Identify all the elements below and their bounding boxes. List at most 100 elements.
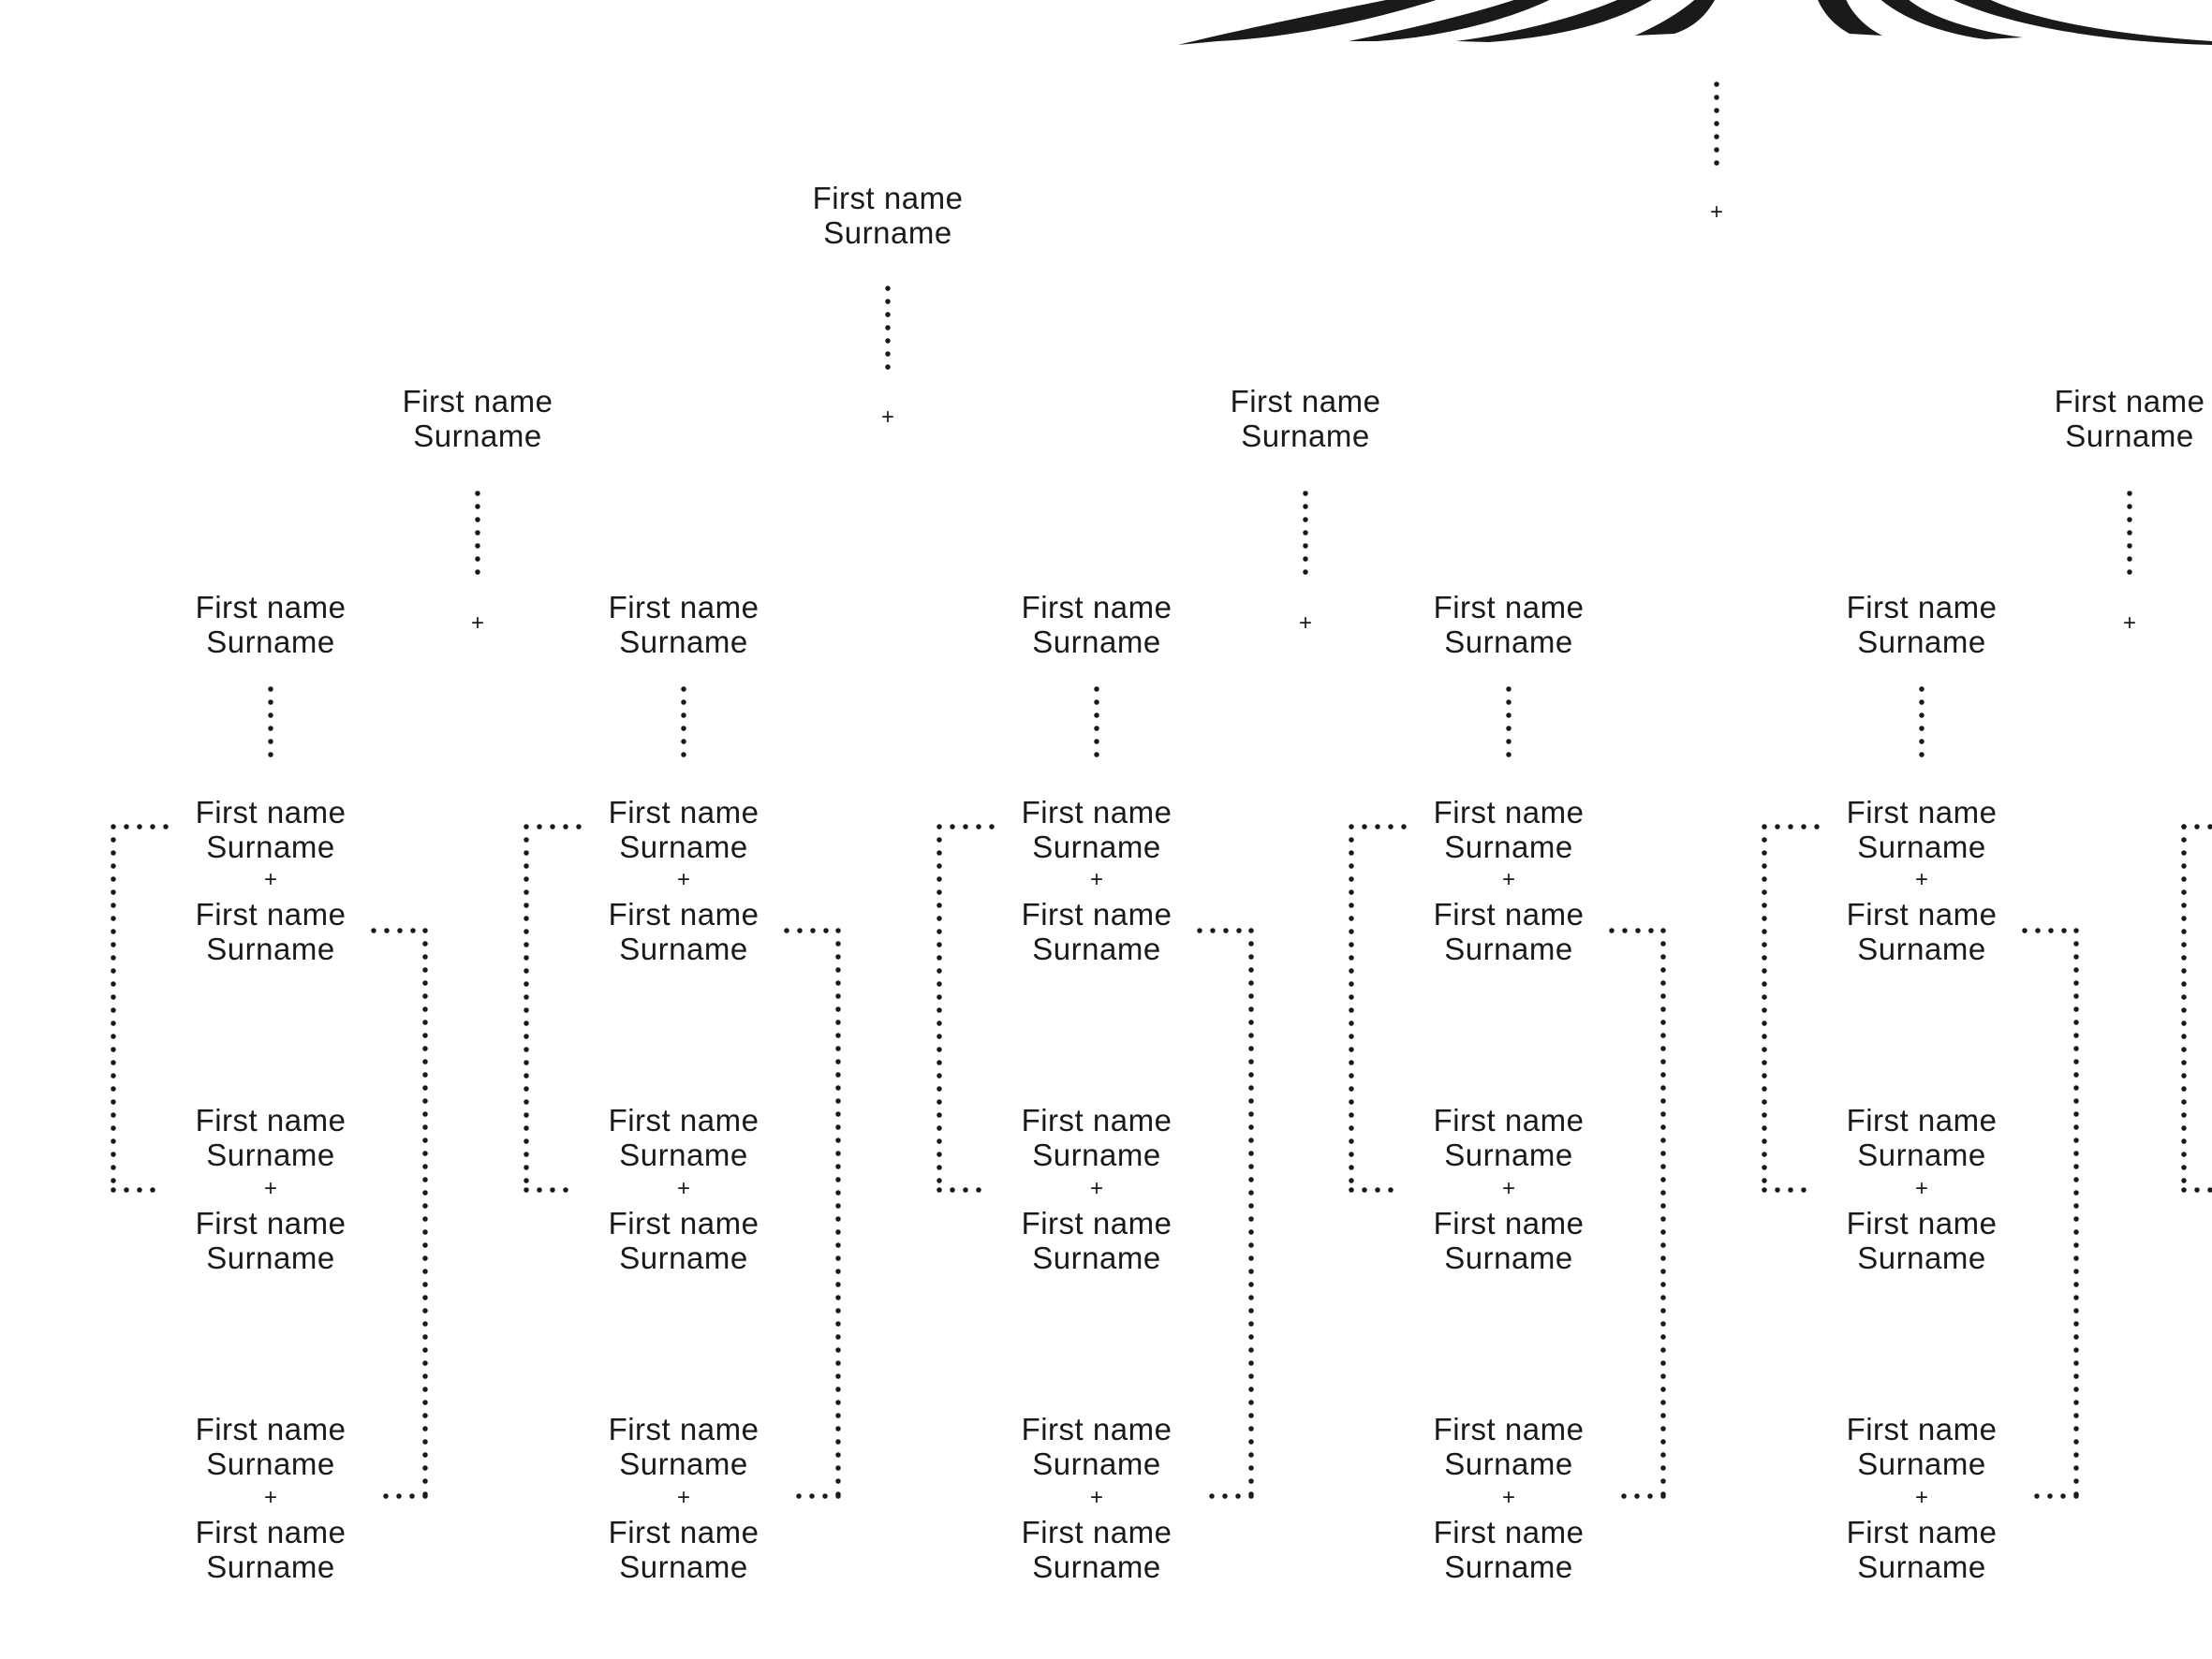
surname-label: Surname [1444,1241,1573,1275]
plus-sign: + [1501,867,1515,892]
surname-label: Surname [1857,624,1986,659]
plus-sign: + [676,1485,690,1510]
plus-sign: + [1501,1176,1515,1201]
surname-label: Surname [619,830,748,864]
surname-label: Surname [206,1446,335,1481]
surname-label: Surname [1032,830,1161,864]
first-name-label: First name [402,384,553,418]
plus-sign: + [1298,610,1312,636]
first-name-label: First name [1021,1206,1172,1241]
surname-label: Surname [1444,1549,1573,1584]
surname-label: Surname [1444,830,1573,864]
surname-label: Surname [1857,1446,1986,1481]
first-name-label: First name [1021,795,1172,830]
surname-label: Surname [1032,1138,1161,1172]
surname-label: Surname [1857,830,1986,864]
first-name-label: First name [1846,1412,1998,1446]
black-tree-root-icon [1178,0,2212,45]
plus-sign: + [263,867,277,892]
first-name-label: First name [608,590,759,624]
first-name-label: First name [1846,897,1998,932]
plus-sign: + [880,404,894,430]
plus-sign: + [1089,1176,1103,1201]
surname-label: Surname [1444,1446,1573,1481]
surname-label: Surname [206,1549,335,1584]
surname-label: Surname [1032,932,1161,966]
first-name-label: First name [1846,590,1998,624]
surname-label: Surname [1032,1446,1161,1481]
surname-label: Surname [1032,1241,1161,1275]
first-name-label: First name [1021,897,1172,932]
surname-label: Surname [2065,418,2194,453]
surname-label: Surname [1032,1549,1161,1584]
surname-label: Surname [619,1241,748,1275]
first-name-label: First name [1021,1103,1172,1138]
surname-label: Surname [823,215,952,250]
plus-sign: + [1914,1176,1928,1201]
first-name-label: First name [1433,1412,1585,1446]
plus-sign: + [1089,1485,1103,1510]
surname-label: Surname [206,830,335,864]
first-name-label: First name [1846,795,1998,830]
first-name-label: First name [1433,897,1585,932]
first-name-label: First name [195,897,347,932]
plus-sign: + [470,610,484,636]
first-name-label: First name [1846,1515,1998,1549]
first-name-label: First name [1230,384,1381,418]
plus-sign: + [1089,867,1103,892]
first-name-label: First name [1433,1515,1585,1549]
plus-sign: + [676,1176,690,1201]
first-name-label: First name [2054,384,2205,418]
plus-sign: + [263,1485,277,1510]
surname-label: Surname [1857,1138,1986,1172]
first-name-label: First name [1846,1103,1998,1138]
first-name-label: First name [608,1515,759,1549]
surname-label: Surname [619,932,748,966]
first-name-label: First name [1021,1412,1172,1446]
first-name-label: First name [1433,1206,1585,1241]
first-name-label: First name [1433,590,1585,624]
first-name-label: First name [608,1412,759,1446]
surname-label: Surname [1241,418,1370,453]
surname-label: Surname [1032,624,1161,659]
plus-sign: + [1709,199,1723,225]
surname-label: Surname [1857,1241,1986,1275]
surname-label: Surname [1444,932,1573,966]
first-name-label: First name [608,897,759,932]
plus-sign: + [1914,1485,1928,1510]
surname-label: Surname [413,418,542,453]
surname-label: Surname [1857,1549,1986,1584]
first-name-label: First name [195,1206,347,1241]
first-name-label: First name [608,1206,759,1241]
